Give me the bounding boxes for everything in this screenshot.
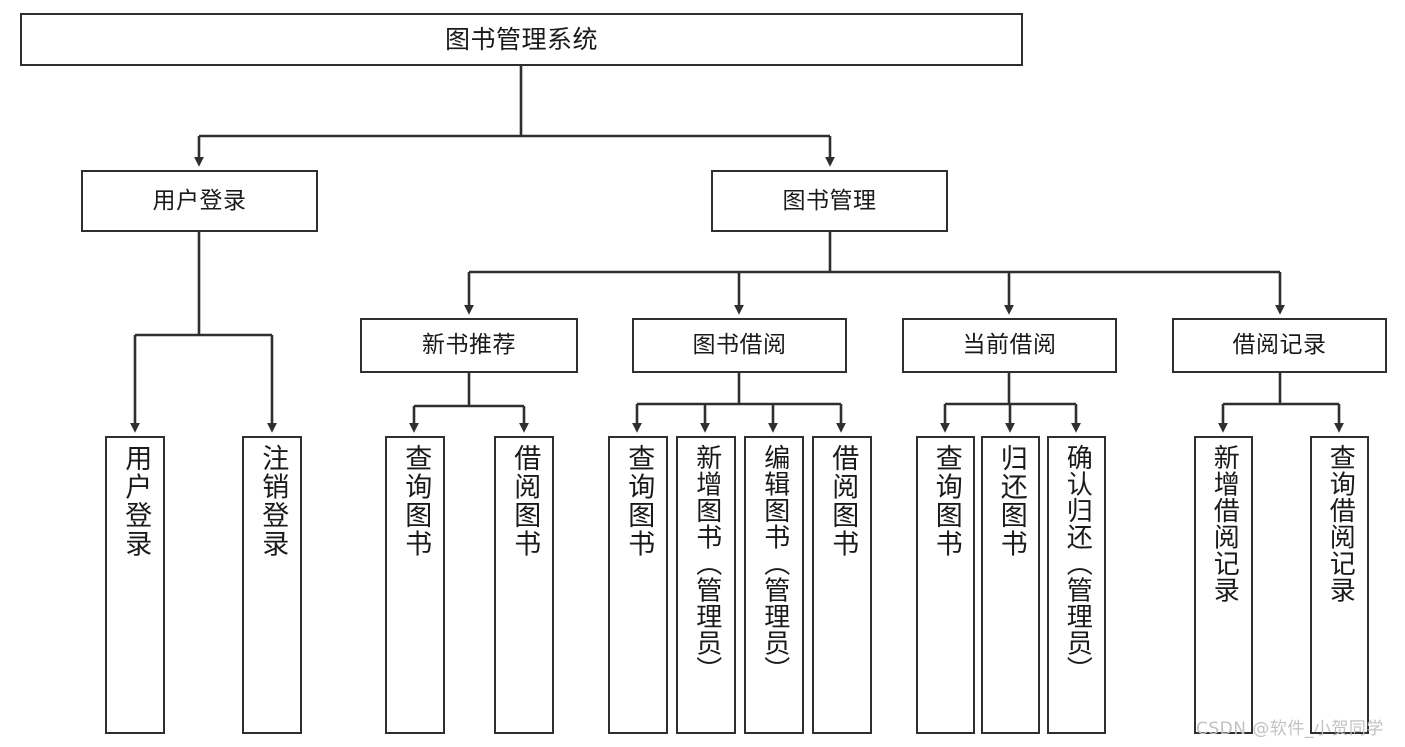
node-leaf-borrow-book-1[interactable]: 借阅图书: [494, 436, 554, 734]
node-current-borrow-label: 当前借阅: [962, 332, 1057, 358]
node-leaf-logout-login-label: 注销登录: [257, 444, 289, 558]
node-leaf-query-book-3-label: 查询图书: [930, 444, 962, 558]
csdn-watermark: CSDN @软件_小贺同学: [1196, 719, 1384, 739]
node-leaf-query-record-label: 查询借阅记录: [1325, 444, 1356, 603]
node-new-book-recommend[interactable]: 新书推荐: [360, 318, 578, 373]
node-system-title[interactable]: 图书管理系统: [20, 13, 1023, 66]
node-leaf-user-login-label: 用户登录: [120, 444, 152, 558]
node-leaf-query-book-2-label: 查询图书: [623, 444, 655, 558]
node-book-management[interactable]: 图书管理: [711, 170, 948, 232]
node-new-book-recommend-label: 新书推荐: [422, 332, 516, 358]
node-user-login[interactable]: 用户登录: [81, 170, 318, 232]
node-book-borrow-label: 图书借阅: [692, 332, 787, 358]
node-borrow-record[interactable]: 借阅记录: [1172, 318, 1387, 373]
node-leaf-query-book-2[interactable]: 查询图书: [608, 436, 668, 734]
node-leaf-edit-book[interactable]: 编辑图书（管理员）: [744, 436, 804, 734]
node-leaf-borrow-book-2[interactable]: 借阅图书: [812, 436, 872, 734]
node-leaf-query-record[interactable]: 查询借阅记录: [1310, 436, 1369, 734]
node-leaf-borrow-book-2-label: 借阅图书: [827, 444, 859, 558]
node-leaf-user-login[interactable]: 用户登录: [105, 436, 165, 734]
node-leaf-logout-login[interactable]: 注销登录: [242, 436, 302, 734]
node-leaf-confirm-return[interactable]: 确认归还（管理员）: [1047, 436, 1106, 734]
node-book-management-label: 图书管理: [782, 187, 877, 214]
node-leaf-add-book-label: 新增图书（管理员）: [691, 444, 722, 683]
node-leaf-query-book-3[interactable]: 查询图书: [916, 436, 975, 734]
node-leaf-edit-book-label: 编辑图书（管理员）: [759, 444, 790, 683]
node-leaf-add-book[interactable]: 新增图书（管理员）: [676, 436, 736, 734]
node-leaf-confirm-return-label: 确认归还（管理员）: [1062, 444, 1093, 683]
node-current-borrow[interactable]: 当前借阅: [902, 318, 1117, 373]
node-borrow-record-label: 借阅记录: [1232, 332, 1327, 358]
node-leaf-return-book-label: 归还图书: [995, 444, 1027, 558]
node-leaf-query-book-1-label: 查询图书: [400, 444, 432, 558]
node-system-title-label: 图书管理系统: [444, 25, 598, 54]
node-book-borrow[interactable]: 图书借阅: [632, 318, 847, 373]
node-user-login-label: 用户登录: [152, 187, 247, 214]
node-leaf-return-book[interactable]: 归还图书: [981, 436, 1040, 734]
node-leaf-add-record-label: 新增借阅记录: [1209, 444, 1240, 603]
node-leaf-borrow-book-1-label: 借阅图书: [509, 444, 541, 558]
node-leaf-add-record[interactable]: 新增借阅记录: [1194, 436, 1253, 734]
node-leaf-query-book-1[interactable]: 查询图书: [385, 436, 445, 734]
